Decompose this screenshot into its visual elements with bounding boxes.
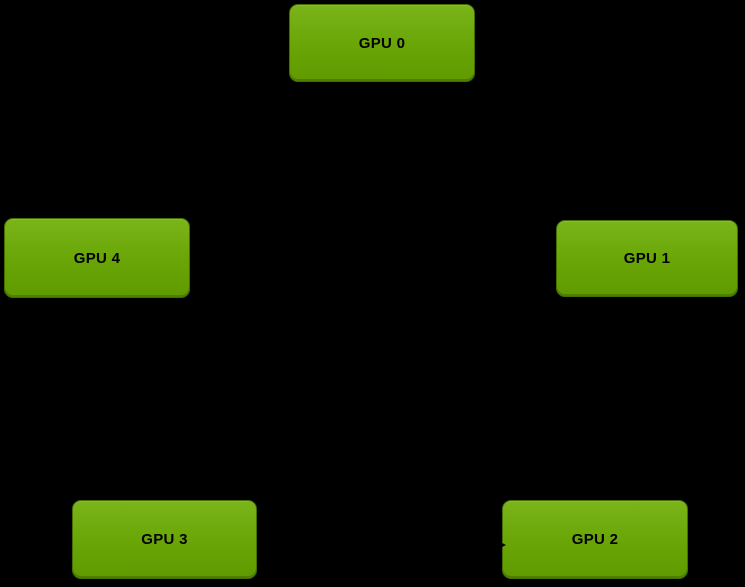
gpu-1-label: GPU 1 [623,250,671,267]
gpu-3-node: GPU 3 [72,500,257,579]
edge-arrowhead-icon [496,540,506,550]
gpu-3-label: GPU 3 [141,531,188,548]
gpu-0-node: GPU 0 [289,4,475,82]
gpu-0-label: GPU 0 [358,34,406,52]
gpu-4-label: GPU 4 [73,249,121,267]
gpu-2-label: GPU 2 [571,531,619,548]
gpu-1-node: GPU 1 [556,220,738,297]
gpu-4-node: GPU 4 [4,218,190,298]
gpu-2-node: GPU 2 [502,500,688,579]
